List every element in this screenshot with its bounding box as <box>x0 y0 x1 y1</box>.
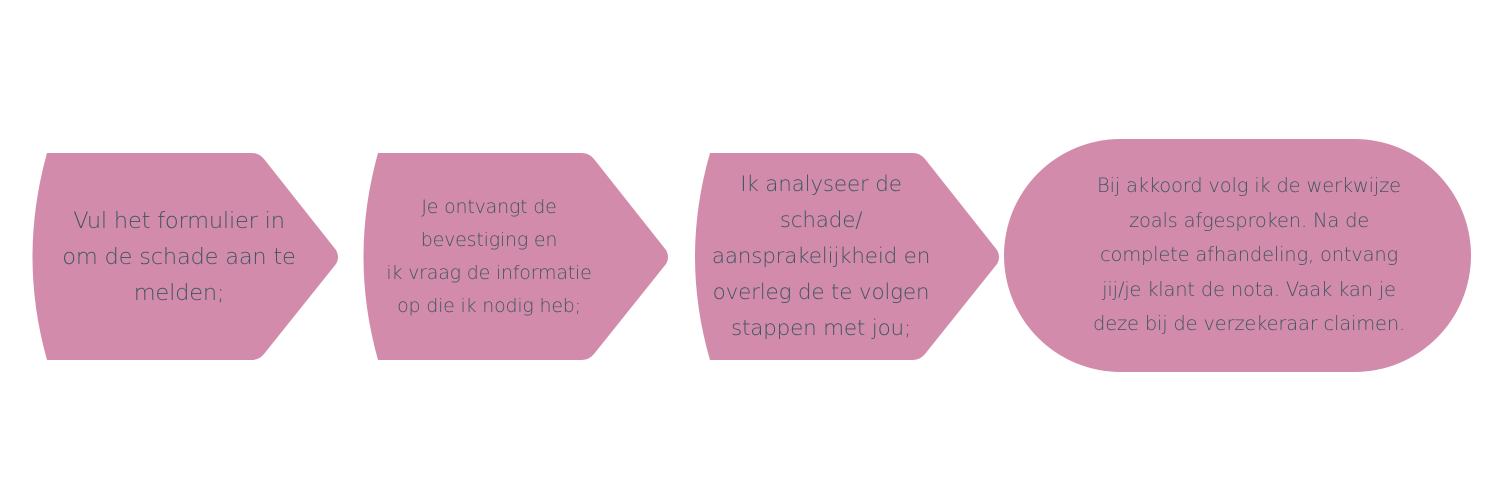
step-3-shape <box>695 153 999 360</box>
step-1-text: Vul het formulier in om de schade aan te… <box>62 207 296 306</box>
step-4-shape <box>1004 139 1471 372</box>
step-1-shape <box>32 153 338 360</box>
step-2-text: Je ontvangt de bevestiging en ik vraag d… <box>386 195 592 317</box>
step-4-text: Bij akkoord volg ik de werkwijze zoals a… <box>1093 174 1405 336</box>
step-2-shape <box>363 153 668 360</box>
step-3-text: Ik analyseer de schade/ aansprakelijkhei… <box>711 171 931 341</box>
